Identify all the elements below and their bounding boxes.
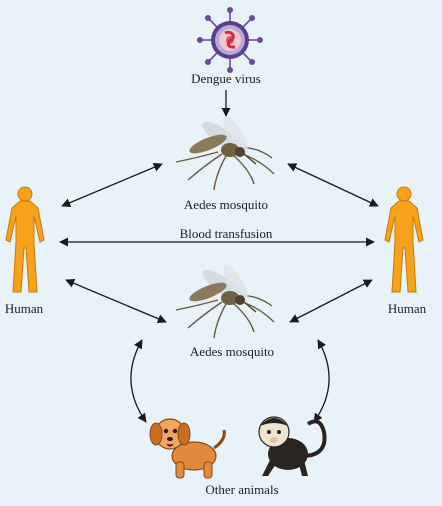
- virus-icon: [197, 7, 263, 73]
- mosquito-icon: [175, 264, 275, 339]
- arrow-mosquito-to-monkey: [313, 339, 330, 423]
- mosquito-icon: [175, 116, 275, 191]
- virus-label: Dengue virus: [191, 71, 261, 86]
- arrow-right-human-bottom-mosquito: [289, 279, 373, 323]
- arrow-left-human-bottom-mosquito: [65, 278, 167, 324]
- human-icon: [384, 186, 424, 293]
- mosquito-bottom-label: Aedes mosquito: [190, 344, 274, 359]
- mosquito-top-label: Aedes mosquito: [184, 197, 268, 212]
- human-right-label: Human: [388, 301, 427, 316]
- human-left-label: Human: [5, 301, 44, 316]
- dog-icon: [149, 418, 226, 479]
- arrow-left-human-top-mosquito: [61, 162, 163, 208]
- animals-label: Other animals: [205, 482, 278, 497]
- human-icon: [5, 186, 45, 293]
- arrow-mosquito-to-dog: [130, 339, 147, 423]
- monkey-icon: [258, 416, 327, 476]
- transfusion-label: Blood transfusion: [180, 226, 273, 241]
- arrow-right-human-top-mosquito: [287, 163, 379, 207]
